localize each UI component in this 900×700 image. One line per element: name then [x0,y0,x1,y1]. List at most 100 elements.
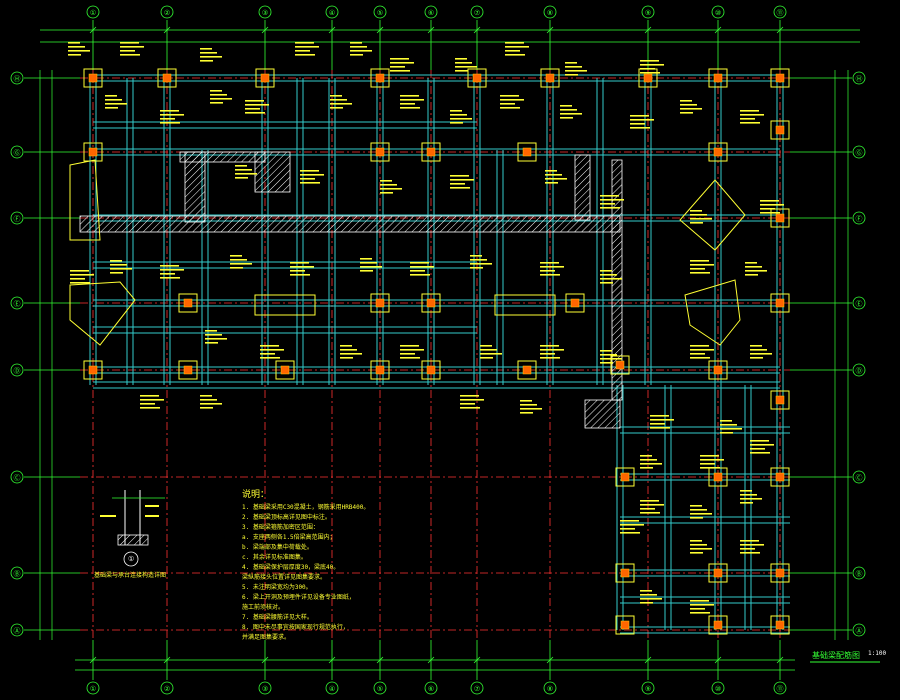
dimension-tick [89,656,97,664]
dimension-tick [328,26,336,34]
annotation-text-mark [70,274,94,276]
annotation-text-mark [540,357,560,359]
annotation-text-mark [505,50,520,52]
annotation-text-mark [560,109,577,111]
rebar-annotation [210,90,232,104]
rebar-annotation [330,95,352,109]
annotation-text-mark [160,265,179,267]
rebar-annotation [68,42,90,56]
annotation-text-mark [740,544,764,546]
annotation-text-mark [540,353,555,355]
annotation-text-mark [410,262,429,264]
rebar-annotation [360,258,382,272]
annotation-text-mark [160,122,180,124]
annotation-text-mark [520,408,542,410]
annotation-text-mark [690,353,705,355]
axis-bubble-left [10,566,24,580]
annotation-text-mark [235,177,248,179]
column-core [375,365,385,375]
beam-layer [89,74,790,634]
annotation-text-mark [330,103,352,105]
rebar-annotation [740,490,762,504]
annotation-text-mark [680,100,692,102]
column-footing [517,142,537,162]
annotation-text-mark [295,46,319,48]
axis-bubble-bottom [543,681,557,695]
annotation-layer [68,26,880,664]
annotation-text-mark [690,214,707,216]
annotation-text-mark [690,544,707,546]
axis-label-top: ⑤ [377,9,383,17]
rebar-annotation [235,165,257,179]
annotation-text-mark [120,50,135,52]
annotation-text-mark [600,350,612,352]
note-item: b. 梁端部及集中荷载处。 [242,544,313,551]
annotation-text-mark [740,118,755,120]
annotation-text-mark [690,604,714,606]
detail-footing [117,534,149,546]
annotation-text-mark [600,270,612,272]
axis-label-top: ② [164,9,170,17]
column-core [775,620,785,630]
annotation-text-mark [470,267,483,269]
annotation-text-mark [450,179,474,181]
column-footing [770,208,790,228]
annotation-text-mark [450,187,470,189]
rebar-annotation [230,255,252,269]
annotation-text-mark [690,540,702,542]
annotation-text-mark [450,175,469,177]
column-core [426,298,436,308]
annotation-text-mark [300,170,319,172]
annotation-text-mark [120,42,139,44]
annotation-text-mark [260,353,275,355]
axis-label-bottom: ⑪ [777,685,784,693]
column-core [713,147,723,157]
annotation-text-mark [690,345,709,347]
annotation-text-mark [330,95,342,97]
rebar-annotation [245,100,269,114]
rebar-annotation [600,350,622,364]
annotation-text-mark [690,272,710,274]
notes-title: 说明： [242,490,270,500]
axis-label-top: ⑦ [474,9,480,17]
annotation-text-mark [200,395,212,397]
annotation-text-mark [400,103,415,105]
dimension-tick [714,26,722,34]
annotation-text-mark [470,259,487,261]
annotation-text-mark [210,94,227,96]
axis-bubble-right [852,211,866,225]
annotation-text-mark [640,500,659,502]
rebar-annotation [110,260,132,274]
annotation-text-mark [640,455,652,457]
rebar-annotation [690,505,712,519]
annotation-text-mark [110,264,127,266]
annotation-text-mark [690,513,712,515]
rebar-annotation [455,58,477,72]
axis-bubble-left [10,71,24,85]
axis-bubble-bottom [424,681,438,695]
annotation-text-mark [70,282,90,284]
annotation-text-mark [480,349,497,351]
annotation-text-mark [140,399,164,401]
annotation-text-mark [700,467,720,469]
annotation-text-mark [500,103,515,105]
detail-number: ① [128,555,135,563]
axis-label-left: Ⓓ [14,367,21,375]
rebar-annotation [160,265,184,279]
section-detail [100,490,165,567]
axis-label-bottom: ① [90,685,96,693]
annotation-text-mark [630,119,654,121]
rebar-annotation [600,270,622,284]
annotation-text-mark [565,74,578,76]
annotation-text-mark [110,272,123,274]
annotation-text-mark [260,357,280,359]
axis-label-top: ① [90,9,96,17]
axis-label-bottom: ② [164,685,170,693]
note-item: 6. 梁上开洞及预埋件详见设备专业图纸， [242,594,355,601]
note-item: 2. 基础梁顶标高详见图中标注。 [242,514,331,521]
column-footing [178,360,198,380]
annotation-text-mark [740,502,753,504]
column-core [88,147,98,157]
column-core [775,298,785,308]
